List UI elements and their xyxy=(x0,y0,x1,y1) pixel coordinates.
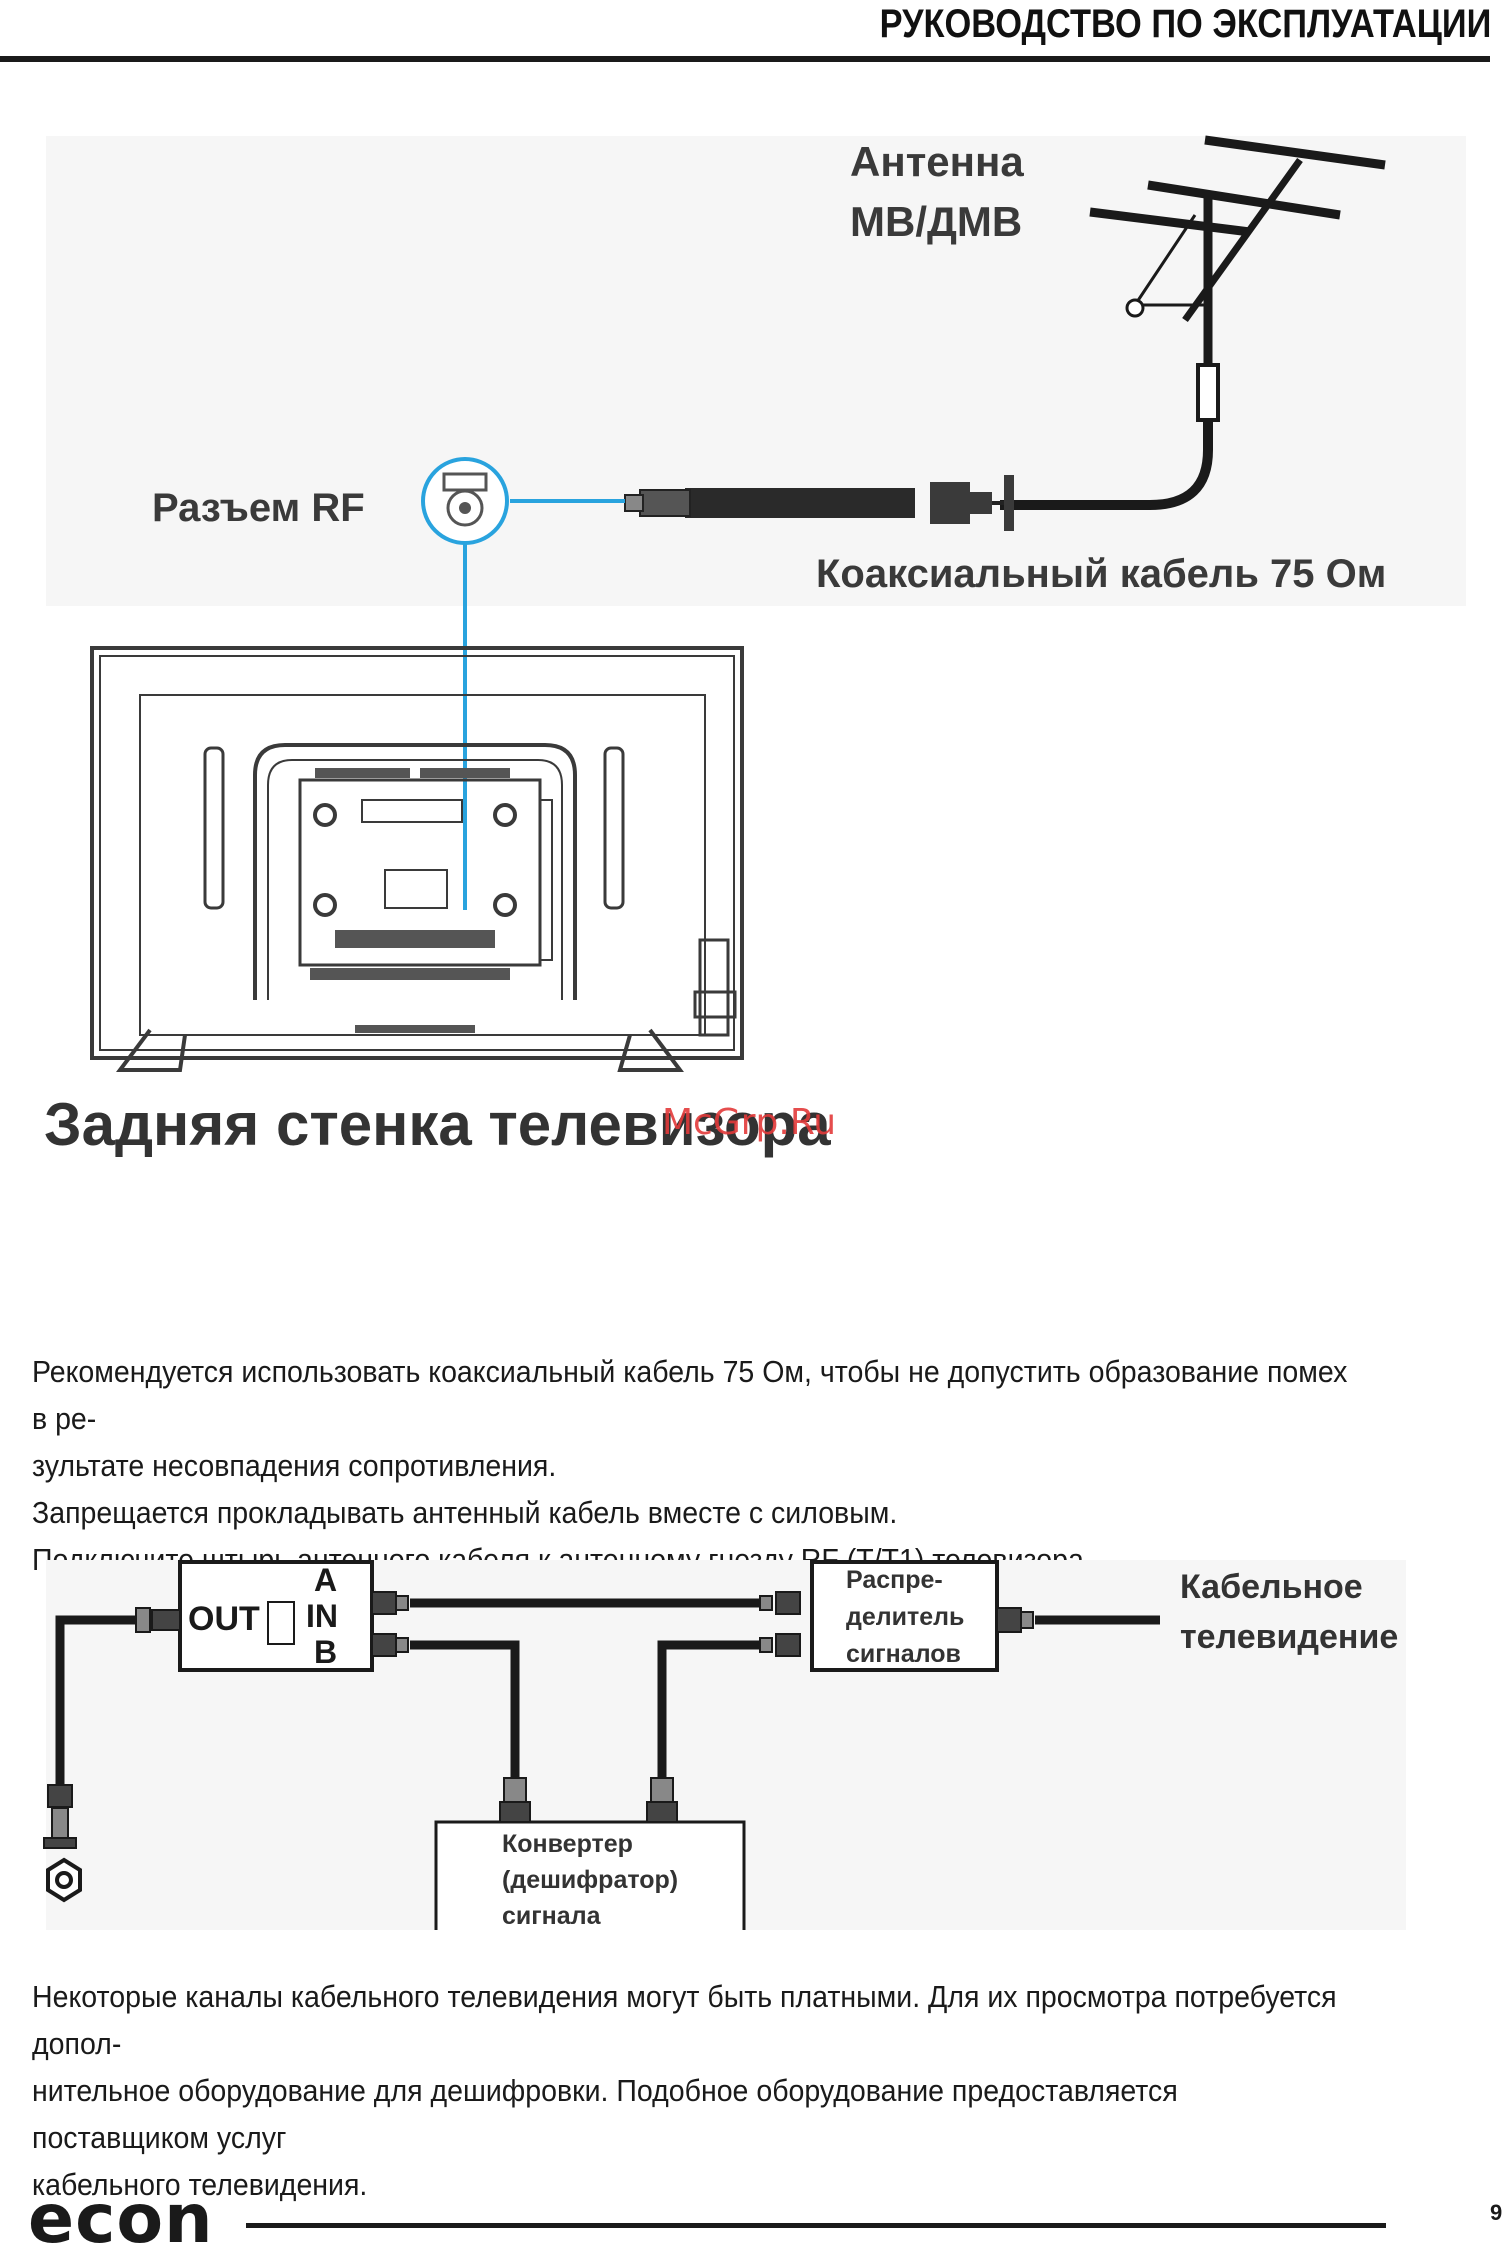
text-line: Запрещается прокладывать антенный кабель… xyxy=(32,1495,898,1530)
cable-tv-label-line2: телевидение xyxy=(1180,1618,1399,1656)
switch-in-label: IN xyxy=(306,1598,338,1634)
switch-a-label: A xyxy=(314,1562,338,1598)
antenna-icon xyxy=(1000,135,1386,510)
converter-label-line1: Конвертер xyxy=(502,1830,633,1858)
coaxial-cable-label: Коаксиальный кабель 75 Ом xyxy=(816,552,1387,596)
header-divider xyxy=(0,56,1490,62)
text-line: нительное оборудование для дешифровки. П… xyxy=(32,2073,1178,2155)
text-line: зультате несовпадения сопротивления. xyxy=(32,1448,557,1483)
instructions-paragraph-1: Рекомендуется использовать коаксиальный … xyxy=(32,1348,1357,1583)
tv-back-panel xyxy=(90,646,744,1072)
rf-connector-label: Разъем RF xyxy=(152,486,365,530)
splitter-label-line1: Распре- xyxy=(846,1566,943,1594)
text-line: Некоторые каналы кабельного телевидения … xyxy=(32,1979,1337,2061)
converter-label-line2: (дешифратор) xyxy=(502,1866,679,1894)
splitter-label-line3: сигналов xyxy=(846,1640,961,1668)
cable-tv-connection-diagram xyxy=(43,1560,1160,1930)
page-header-title: РУКОВОДСТВО ПО ЭКСПЛУАТАЦИИ xyxy=(879,2,1491,46)
page-number: 9 xyxy=(1490,2200,1503,2225)
converter-label-line3: сигнала xyxy=(502,1902,601,1930)
brand-logo: econ xyxy=(28,2180,214,2259)
splitter-label-line2: делитель xyxy=(846,1603,965,1631)
cable-tv-label-line1: Кабельное xyxy=(1180,1568,1363,1606)
tv-back-caption: Задняя стенка телевизора xyxy=(44,1091,831,1158)
top-diagram-panel xyxy=(46,136,1466,606)
switch-b-label: B xyxy=(314,1634,338,1670)
converter-box xyxy=(434,1820,746,1930)
rf-connector-callout xyxy=(421,457,625,910)
antenna-label-line1: Антенна xyxy=(850,138,1024,185)
antenna-connection-diagram xyxy=(90,135,1386,1072)
text-line: кабельного телевидения. xyxy=(32,2167,368,2202)
antenna-label-line2: МВ/ДМВ xyxy=(850,198,1023,245)
text-line: Рекомендуется использовать коаксиальный … xyxy=(32,1354,1348,1436)
splitter-box xyxy=(810,1560,999,1672)
footer-divider xyxy=(246,2223,1386,2228)
watermark-text: McGrp.Ru xyxy=(662,1102,837,1143)
coaxial-cable-icon xyxy=(624,475,1014,531)
instructions-paragraph-2: Некоторые каналы кабельного телевидения … xyxy=(32,1973,1357,2208)
switch-out-label: OUT xyxy=(188,1600,260,1638)
